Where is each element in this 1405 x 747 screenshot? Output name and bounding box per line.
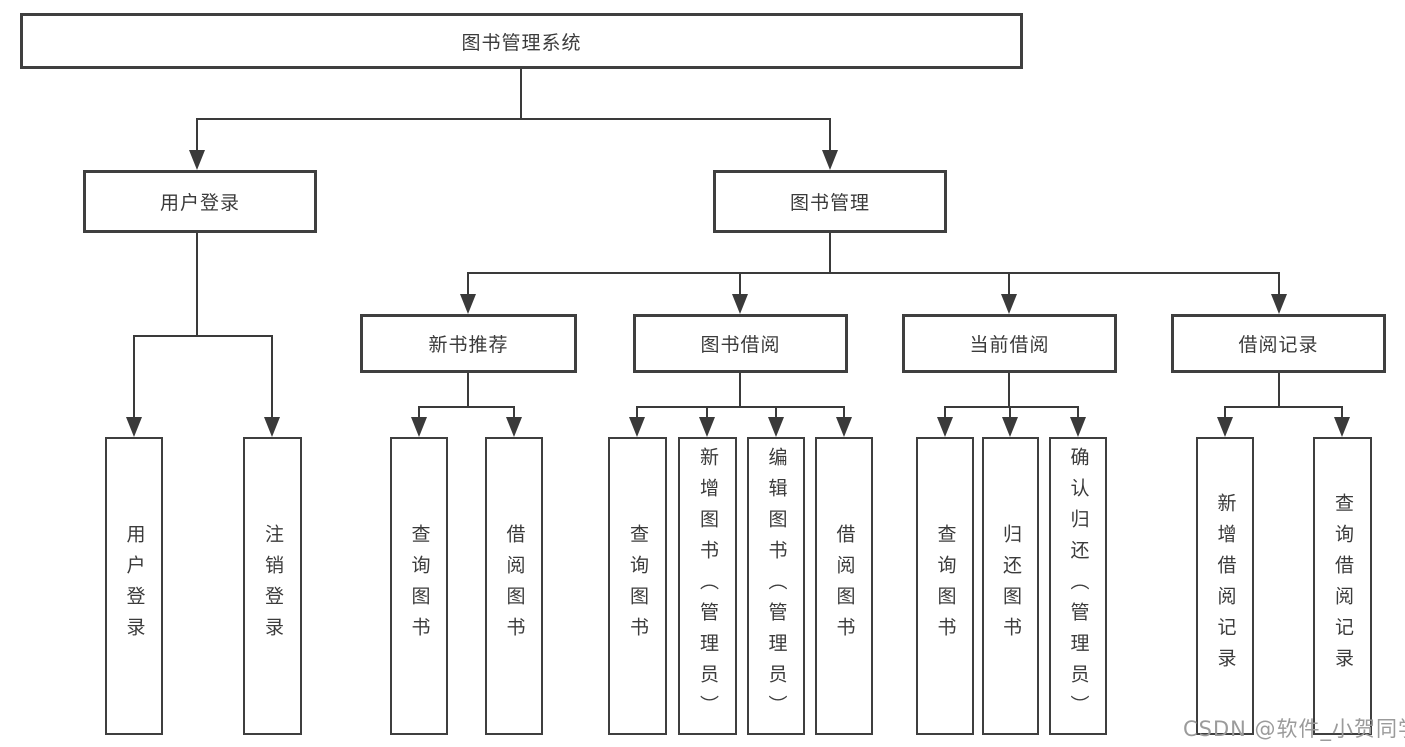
leaf-edit-books-admin: 编辑图书（管理员） xyxy=(747,437,805,735)
leaf-query-books-current: 查询图书 xyxy=(916,437,974,735)
node-current-borrowing: 当前借阅 xyxy=(902,314,1117,373)
leaf-query-borrow-record: 查询借阅记录 xyxy=(1313,437,1372,735)
leaf-query-books-borrowing: 查询图书 xyxy=(608,437,667,735)
node-new-book-recommend-label: 新书推荐 xyxy=(428,334,509,356)
leaf-query-borrow-record-label: 查询借阅记录 xyxy=(1332,493,1354,679)
leaf-add-borrow-record: 新增借阅记录 xyxy=(1196,437,1254,735)
node-borrowing-records: 借阅记录 xyxy=(1171,314,1386,373)
arrowhead-down-icon xyxy=(822,150,838,170)
arrowhead-down-icon xyxy=(460,294,476,314)
arrowhead-down-icon xyxy=(189,150,205,170)
arrowhead-down-icon xyxy=(629,417,645,437)
arrowhead-down-icon xyxy=(732,294,748,314)
connector-new-book-stem xyxy=(467,373,469,408)
leaf-query-books-recommend-label: 查询图书 xyxy=(408,524,431,648)
connector-user-login-hbar xyxy=(133,335,273,337)
leaf-confirm-return-admin: 确认归还（管理员） xyxy=(1049,437,1107,735)
arrowhead-down-icon xyxy=(264,417,280,437)
leaf-user-login-label: 用户登录 xyxy=(123,524,146,648)
connector-drop-leaf xyxy=(775,406,777,419)
leaf-borrow-books: 借阅图书 xyxy=(815,437,873,735)
leaf-borrow-books-recommend: 借阅图书 xyxy=(485,437,543,735)
leaf-add-borrow-record-label: 新增借阅记录 xyxy=(1214,493,1237,679)
connector-drop-borrowing xyxy=(739,272,741,296)
connector-drop-leaf xyxy=(513,406,515,419)
arrowhead-down-icon xyxy=(126,417,142,437)
arrowhead-down-icon xyxy=(1002,417,1018,437)
arrowhead-down-icon xyxy=(1217,417,1233,437)
arrowhead-down-icon xyxy=(1334,417,1350,437)
connector-drop-leaf xyxy=(1341,406,1343,419)
arrowhead-down-icon xyxy=(937,417,953,437)
csdn-watermark: CSDN @软件_小贺同学 xyxy=(1183,717,1405,741)
connector-root-hbar xyxy=(196,118,831,120)
arrowhead-down-icon xyxy=(411,417,427,437)
connector-book-management-stem xyxy=(829,233,831,274)
connector-drop-leaf xyxy=(1077,406,1079,419)
connector-drop-current xyxy=(1008,272,1010,296)
leaf-query-books-current-label: 查询图书 xyxy=(934,524,957,648)
connector-current-hbar xyxy=(944,406,1079,408)
node-book-management-group: 图书管理 xyxy=(713,170,947,233)
connector-drop-leaf xyxy=(133,335,135,419)
connector-drop-leaf xyxy=(418,406,420,419)
leaf-logout-label: 注销登录 xyxy=(262,524,284,648)
connector-new-book-hbar xyxy=(418,406,515,408)
connector-records-stem xyxy=(1278,373,1280,408)
node-new-book-recommend: 新书推荐 xyxy=(360,314,577,373)
arrowhead-down-icon xyxy=(506,417,522,437)
connector-drop-leaf xyxy=(271,335,273,419)
connector-drop-records xyxy=(1278,272,1280,296)
leaf-borrow-books-recommend-label: 借阅图书 xyxy=(503,524,526,648)
connector-borrowing-hbar xyxy=(636,406,845,408)
arrowhead-down-icon xyxy=(699,417,715,437)
node-book-management-group-label: 图书管理 xyxy=(789,192,870,214)
leaf-return-books-label: 归还图书 xyxy=(1000,524,1022,648)
leaf-edit-books-admin-label: 编辑图书（管理员） xyxy=(765,446,788,726)
arrowhead-down-icon xyxy=(768,417,784,437)
arrowhead-down-icon xyxy=(836,417,852,437)
node-root-system: 图书管理系统 xyxy=(20,13,1023,69)
arrowhead-down-icon xyxy=(1001,294,1017,314)
connector-drop-new-book xyxy=(467,272,469,296)
leaf-query-books-recommend: 查询图书 xyxy=(390,437,448,735)
connector-records-hbar xyxy=(1224,406,1343,408)
leaf-return-books: 归还图书 xyxy=(982,437,1039,735)
connector-drop-user-login xyxy=(196,118,198,152)
leaf-user-login: 用户登录 xyxy=(105,437,163,735)
connector-drop-leaf xyxy=(944,406,946,419)
leaf-query-books-borrowing-label: 查询图书 xyxy=(627,524,649,648)
node-root-label: 图书管理系统 xyxy=(461,31,582,54)
leaf-logout: 注销登录 xyxy=(243,437,302,735)
arrowhead-down-icon xyxy=(1070,417,1086,437)
node-user-login-group: 用户登录 xyxy=(83,170,317,233)
connector-drop-leaf xyxy=(636,406,638,419)
leaf-add-books-admin-label: 新增图书（管理员） xyxy=(697,446,719,726)
connector-drop-leaf xyxy=(706,406,708,419)
arrowhead-down-icon xyxy=(1271,294,1287,314)
connector-drop-book-management xyxy=(829,118,831,152)
node-borrowing-records-label: 借阅记录 xyxy=(1238,334,1319,356)
node-book-borrowing: 图书借阅 xyxy=(633,314,848,373)
connector-root-stem xyxy=(520,69,522,120)
leaf-add-books-admin: 新增图书（管理员） xyxy=(678,437,737,735)
connector-drop-leaf xyxy=(1009,406,1011,419)
leaf-confirm-return-admin-label: 确认归还（管理员） xyxy=(1067,446,1090,726)
connector-drop-leaf xyxy=(1224,406,1226,419)
connector-drop-leaf xyxy=(843,406,845,419)
node-current-borrowing-label: 当前借阅 xyxy=(969,334,1050,356)
node-user-login-group-label: 用户登录 xyxy=(159,192,240,214)
connector-user-login-stem xyxy=(196,233,198,337)
leaf-borrow-books-label: 借阅图书 xyxy=(833,524,856,648)
connector-current-stem xyxy=(1008,373,1010,408)
node-book-borrowing-label: 图书借阅 xyxy=(700,334,781,356)
connector-level3-hbar xyxy=(467,272,1280,274)
connector-borrowing-stem xyxy=(739,373,741,408)
